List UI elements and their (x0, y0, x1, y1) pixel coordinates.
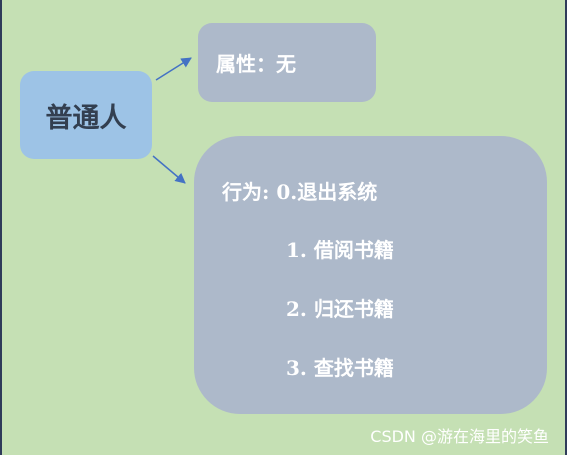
arrow-to-attribute (155, 57, 192, 81)
attribute-node: 属性：无 (198, 23, 376, 102)
arrow-to-behavior (152, 155, 186, 184)
root-node-label: 普通人 (45, 102, 127, 134)
behavior-item-search: 3. 查找书籍 (286, 356, 394, 380)
behavior-item-return: 2. 归还书籍 (286, 297, 394, 321)
behavior-item-borrow: 1. 借阅书籍 (286, 238, 394, 262)
behavior-title: 行为: 0.退出系统 (222, 180, 378, 204)
behavior-node: 行为: 0.退出系统 1. 借阅书籍 2. 归还书籍 3. 查找书籍 (194, 136, 547, 414)
attribute-label: 属性：无 (216, 52, 296, 76)
watermark: CSDN @游在海里的笑鱼 (370, 427, 549, 446)
root-node-person: 普通人 (20, 71, 152, 159)
